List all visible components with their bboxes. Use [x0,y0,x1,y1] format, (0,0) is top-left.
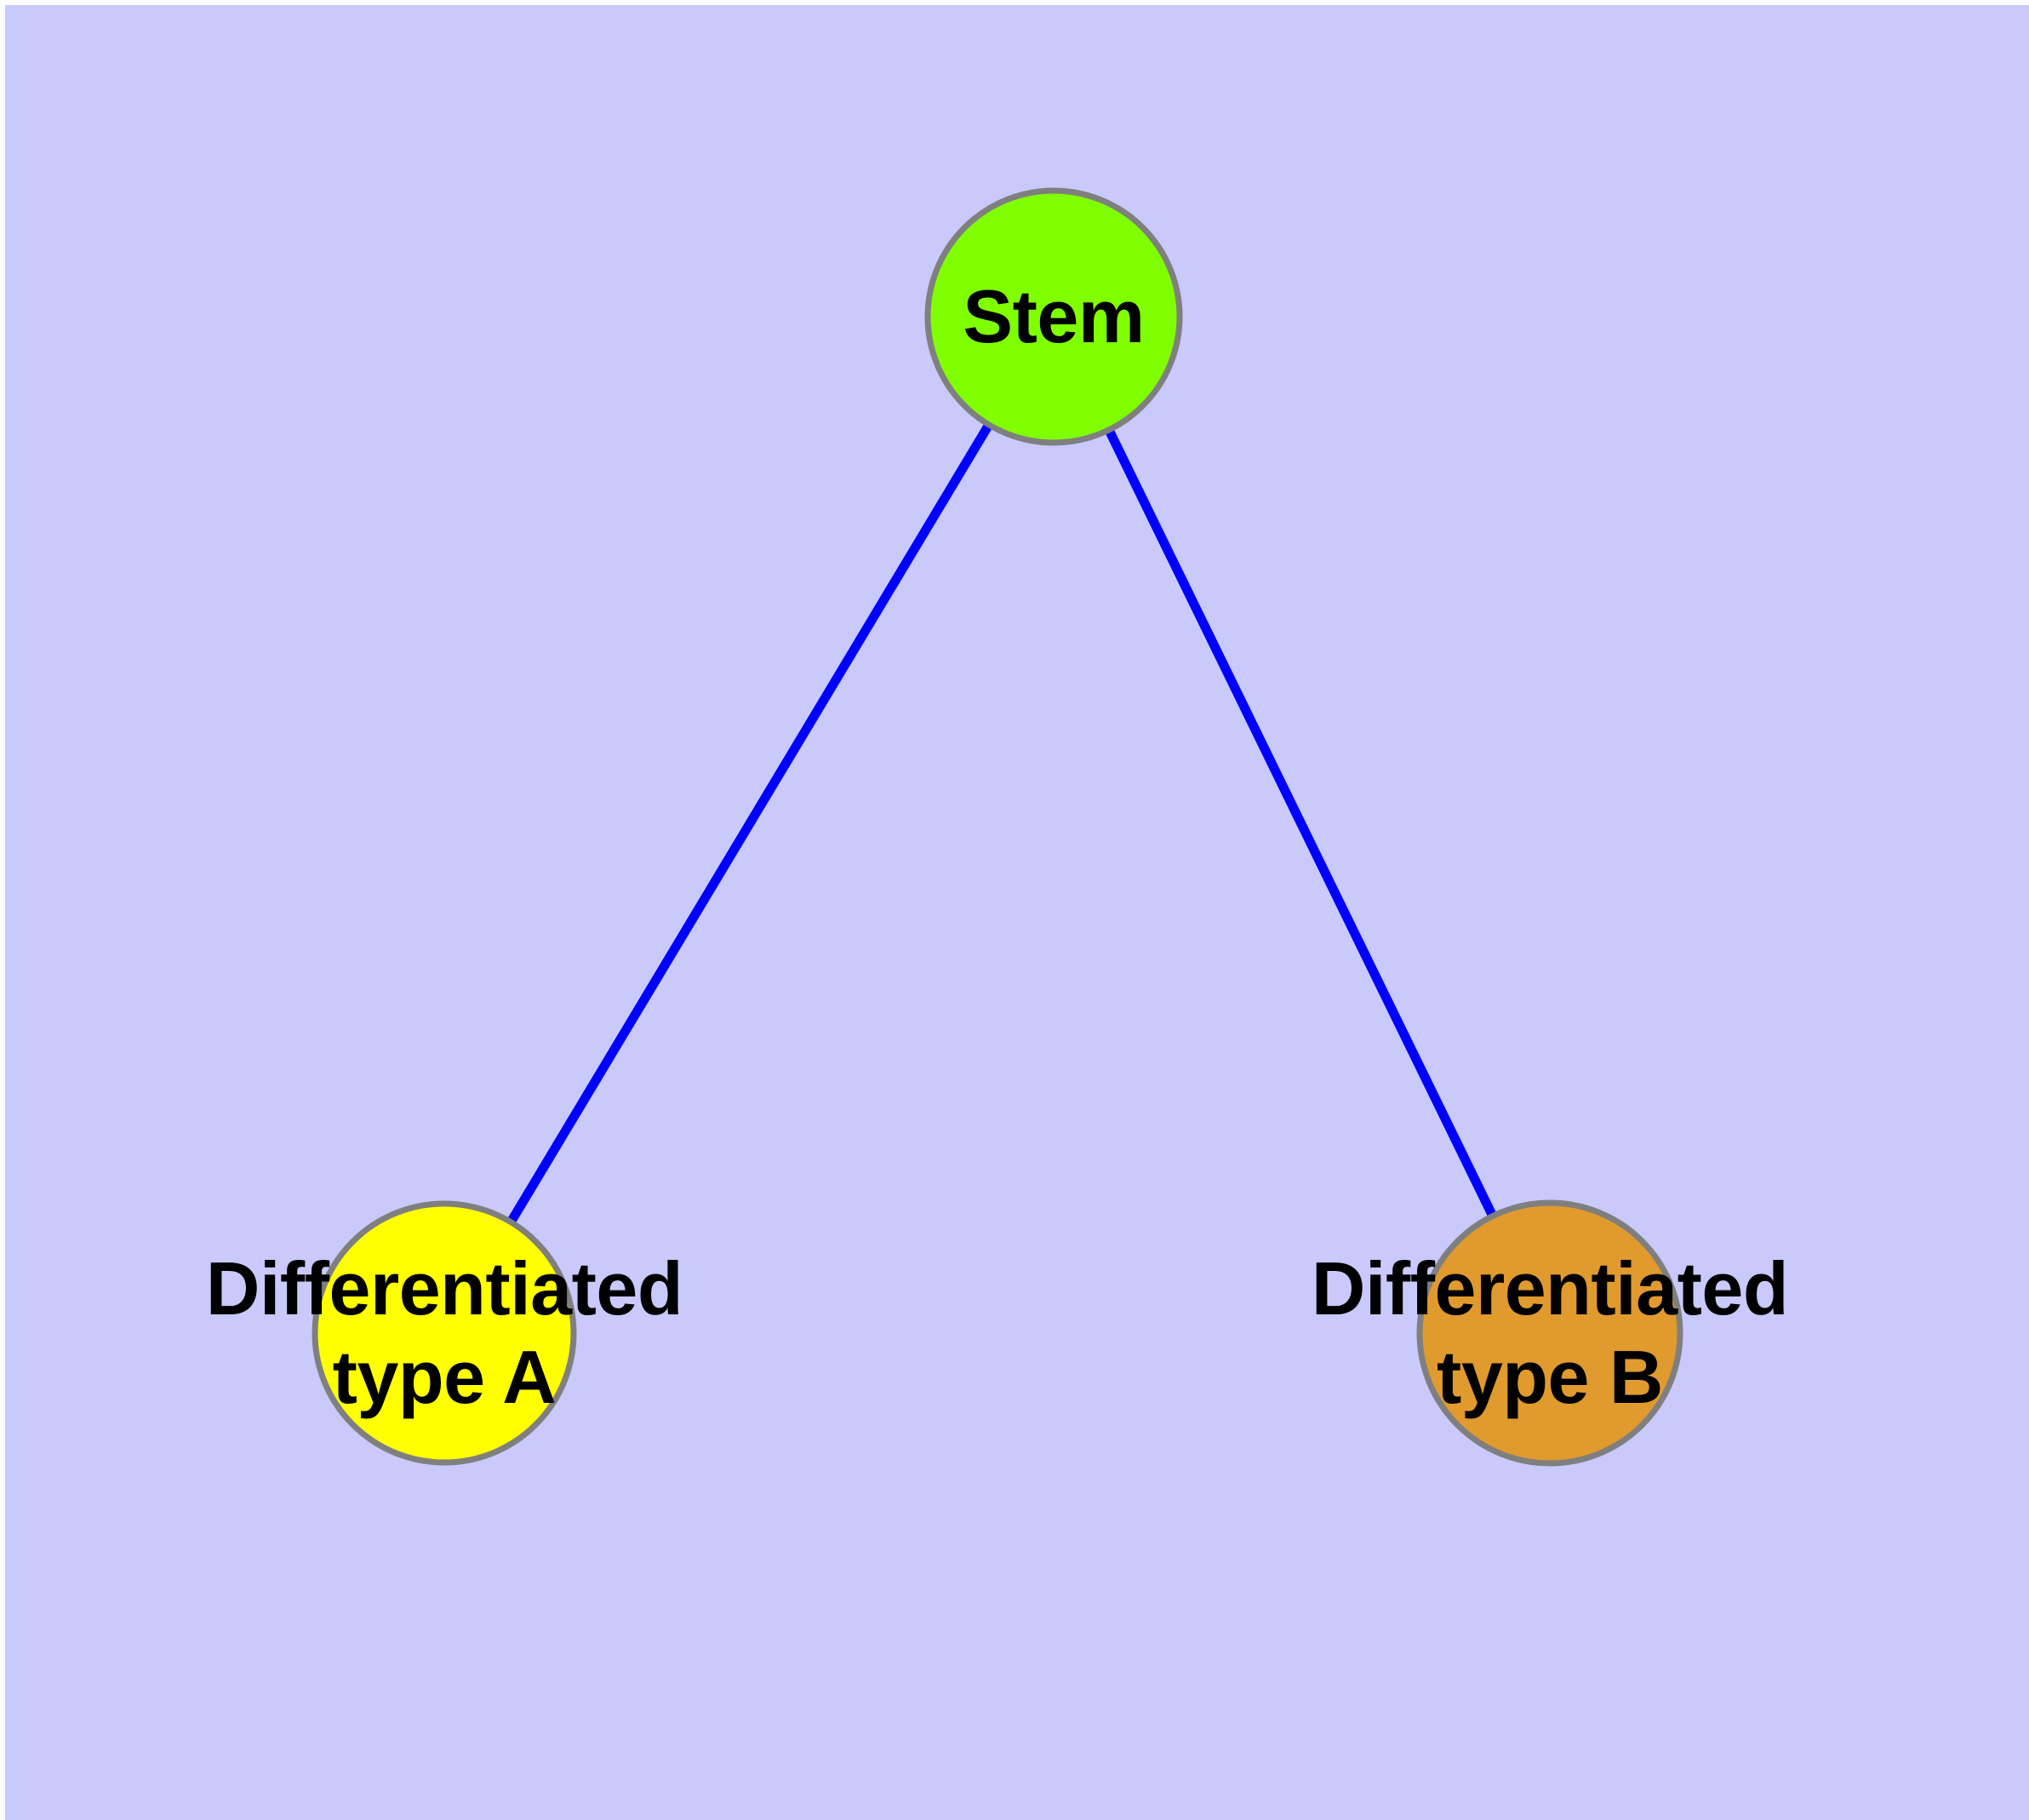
edge-stem-a[interactable] [507,424,992,1222]
edge-stem-b[interactable] [1106,430,1496,1216]
node-diff_b[interactable] [1416,1199,1683,1467]
node-diff_a[interactable] [311,1200,577,1466]
nodes-layer [311,187,1683,1467]
edges-layer [507,424,1496,1222]
node-stem[interactable] [924,187,1183,446]
